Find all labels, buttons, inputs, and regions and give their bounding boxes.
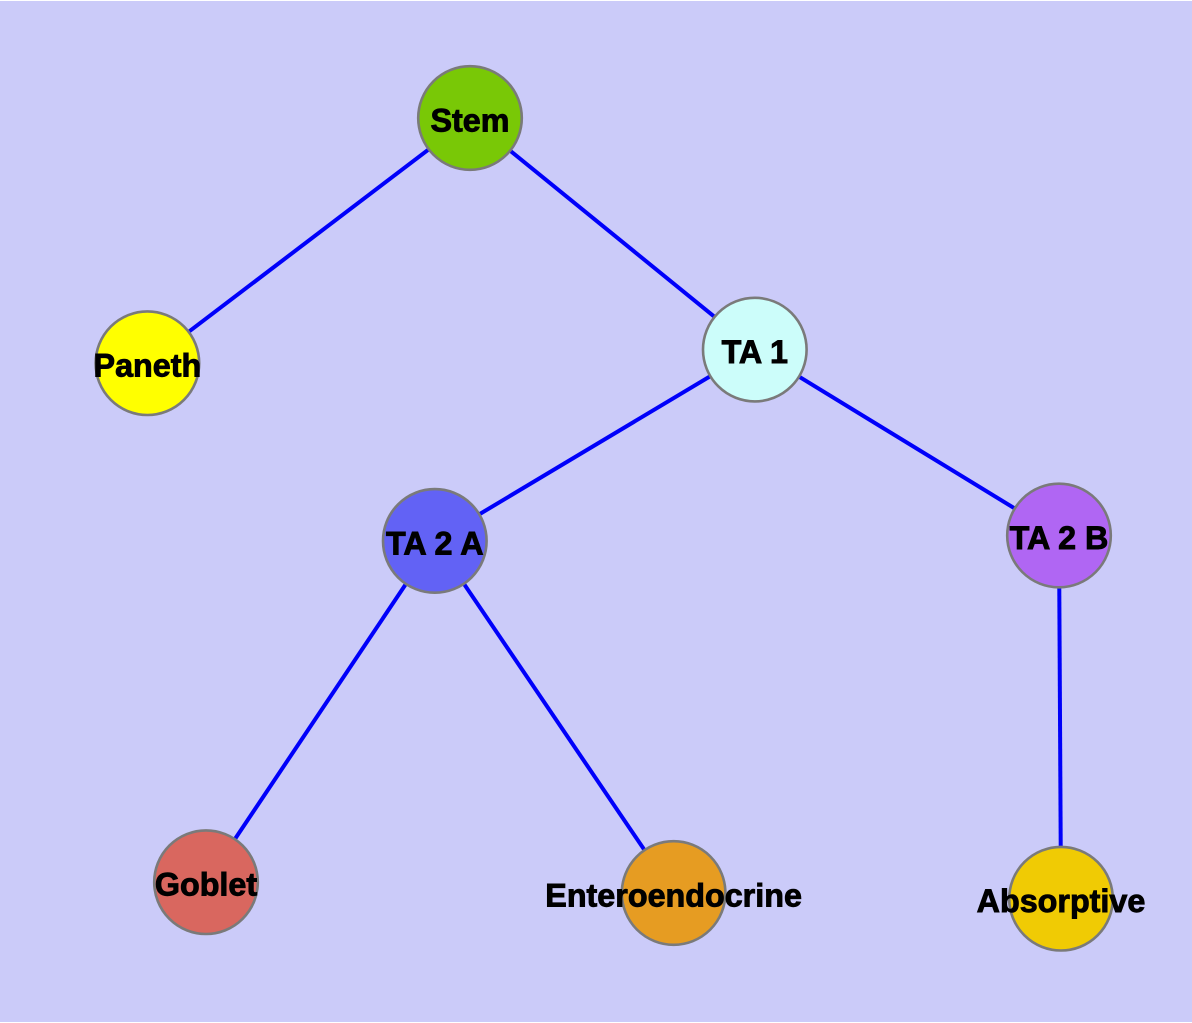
svg-text:TA 2 B: TA 2 B	[1010, 520, 1109, 556]
svg-text:Paneth: Paneth	[94, 348, 202, 384]
svg-text:Goblet: Goblet	[155, 867, 258, 903]
svg-text:TA 1: TA 1	[722, 334, 788, 370]
svg-text:Absorptive: Absorptive	[977, 883, 1146, 919]
svg-text:TA 2 A: TA 2 A	[386, 525, 484, 561]
svg-text:Stem: Stem	[431, 103, 510, 139]
svg-text:Enteroendocrine: Enteroendocrine	[545, 878, 802, 914]
